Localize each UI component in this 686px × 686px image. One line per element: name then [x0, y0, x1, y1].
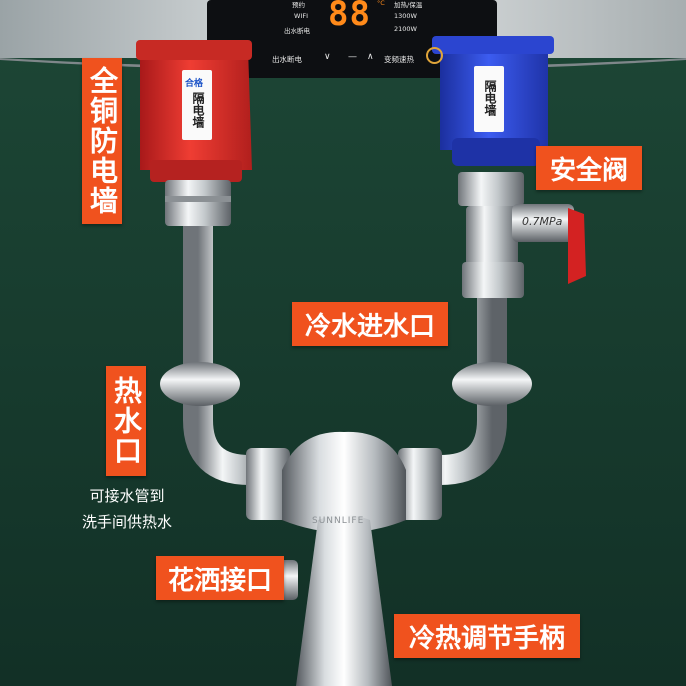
- panel-button-fast-heat[interactable]: 变频速热: [384, 55, 414, 64]
- red-valve-stamp: 隔电墙: [191, 92, 205, 128]
- panel-label-power-off: 出水断电: [284, 27, 310, 35]
- callout-cold-inlet: 冷水进水口: [292, 302, 448, 346]
- panel-button-up[interactable]: ∧: [367, 52, 374, 62]
- callout-safety-valve: 安全阀: [536, 146, 642, 190]
- panel-label-1300w: 1300W: [394, 12, 417, 20]
- cold-pipe: [420, 298, 507, 485]
- control-panel: [207, 0, 497, 78]
- hot-valve: [136, 40, 252, 182]
- power-icon[interactable]: [426, 47, 443, 64]
- blue-valve-stamp: 隔电墙: [483, 80, 497, 116]
- hot-clamp: [160, 362, 240, 406]
- cold-valve: [432, 36, 554, 166]
- callout-copper-wall: 全铜防电墙: [82, 58, 122, 224]
- panel-button-mode[interactable]: —: [348, 52, 357, 62]
- temperature-display: 88: [328, 0, 371, 34]
- callout-handle: 冷热调节手柄: [394, 614, 580, 658]
- callout-shower-port: 花洒接口: [156, 556, 284, 600]
- callout-hot-outlet: 热水口: [106, 366, 146, 476]
- safety-valve-body: [458, 172, 586, 298]
- pressure-stamp: 0.7MPa: [522, 215, 563, 228]
- qualified-badge: 合格: [185, 79, 204, 89]
- panel-label-2100w: 2100W: [394, 25, 417, 33]
- caption-line-1: 可接水管到: [89, 487, 165, 505]
- temperature-unit: °C: [377, 0, 385, 7]
- mixer-handle: [296, 515, 392, 686]
- mixer-body: [282, 431, 406, 533]
- panel-label-heating: 加热/保温: [394, 1, 423, 9]
- panel-button-water-off[interactable]: 出水断电: [272, 55, 302, 64]
- cold-clamp: [452, 362, 532, 406]
- hot-nut: [165, 180, 231, 226]
- caption-line-2: 洗手间供热水: [81, 513, 172, 531]
- panel-label-wifi: WIFI: [294, 12, 308, 20]
- faucet-brand: SUNNLIFE: [312, 516, 365, 526]
- panel-label-reserve: 预约: [292, 1, 305, 9]
- panel-button-down[interactable]: ∨: [324, 52, 331, 62]
